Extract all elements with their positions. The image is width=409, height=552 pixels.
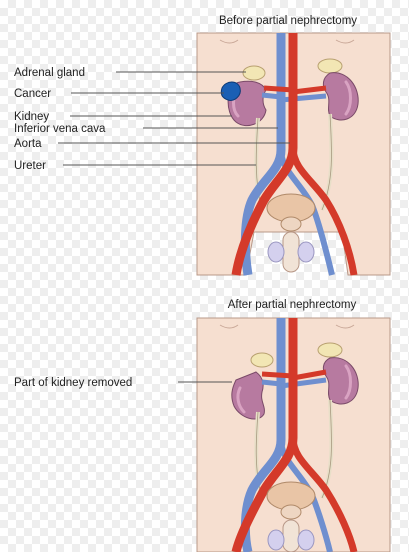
label-aorta: Aorta	[14, 138, 42, 150]
before-penis	[283, 232, 299, 272]
after-penis	[283, 520, 299, 552]
before-panel: Before partial nephrectomy	[14, 15, 390, 275]
label-cancer: Cancer	[14, 88, 51, 100]
label-part-of-kidney-removed: Part of kidney removed	[14, 377, 132, 389]
after-adrenal-gland-right	[251, 353, 273, 367]
after-adrenal-gland-left	[318, 343, 342, 357]
label-kidney: Kidney	[14, 111, 49, 123]
label-ureter: Ureter	[14, 160, 46, 172]
before-adrenal-gland-right	[243, 66, 265, 80]
after-prostate	[281, 505, 301, 519]
after-panel: After partial nephrectomy	[14, 299, 390, 552]
after-testis-right	[268, 530, 284, 550]
label-inferior-vena-cava: Inferior vena cava	[14, 123, 106, 135]
before-testis-left	[298, 242, 314, 262]
cancer-tumor	[221, 82, 240, 100]
before-testis-right	[268, 242, 284, 262]
after-testis-left	[298, 530, 314, 550]
before-panel-title: Before partial nephrectomy	[219, 15, 357, 27]
before-adrenal-gland-left	[318, 59, 342, 73]
label-adrenal-gland: Adrenal gland	[14, 67, 85, 79]
before-prostate	[281, 217, 301, 231]
after-panel-title: After partial nephrectomy	[228, 299, 357, 311]
